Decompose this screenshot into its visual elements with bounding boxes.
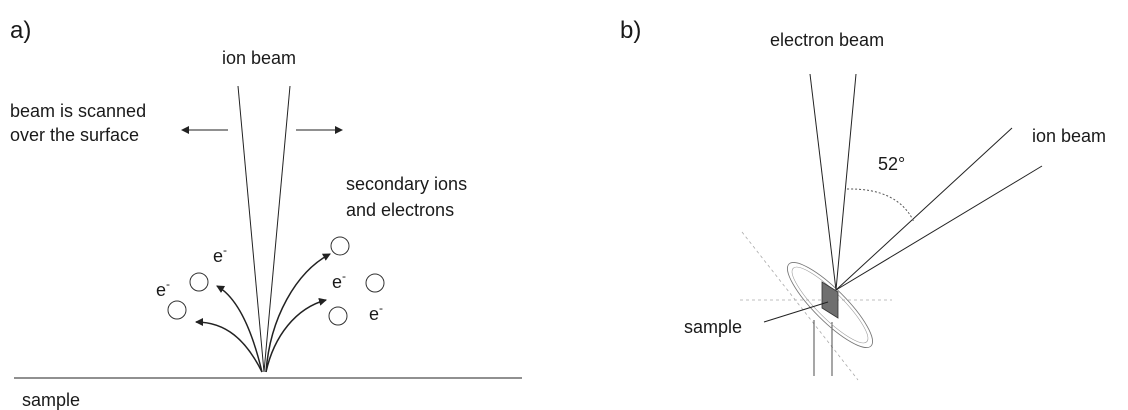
ion-beam-lower-edge bbox=[835, 165, 1043, 291]
electron-beam-left-edge bbox=[809, 73, 837, 291]
secondary-ion bbox=[189, 272, 209, 292]
ion-beam-upper-edge bbox=[835, 127, 1013, 291]
sample-holder-inner bbox=[791, 266, 869, 344]
scan-label-line2: over the surface bbox=[10, 125, 139, 145]
electron-label: e- bbox=[156, 277, 170, 300]
secondary-label-line1: secondary ions bbox=[346, 174, 467, 194]
electron-label: e- bbox=[369, 301, 383, 324]
secondary-label-line2: and electrons bbox=[346, 200, 454, 220]
secondary-ion bbox=[167, 300, 187, 320]
ion-beam-left-edge bbox=[237, 85, 265, 373]
electron-beam-right-edge bbox=[835, 73, 857, 291]
panel-a-label: a) bbox=[10, 17, 31, 44]
trajectory-left-lower bbox=[195, 318, 263, 373]
angle-arc bbox=[846, 188, 915, 223]
trajectory-right-lower bbox=[265, 297, 327, 373]
secondary-ion bbox=[330, 236, 350, 256]
electron-label: e- bbox=[332, 269, 346, 292]
trajectory-right-upper bbox=[265, 253, 331, 373]
scan-label-line1: beam is scanned bbox=[10, 101, 146, 121]
panel-a: a) ion beam beam is scanned over the sur… bbox=[10, 17, 522, 410]
sample-label-a: sample bbox=[22, 390, 80, 410]
panel-b: b) electron beam ion beam 52° sample bbox=[620, 17, 1106, 381]
secondary-ion bbox=[365, 273, 385, 293]
ion-beam-label-a: ion beam bbox=[222, 48, 296, 68]
sample-label-b: sample bbox=[684, 317, 742, 337]
ion-beam-label-b: ion beam bbox=[1032, 126, 1106, 146]
secondary-ion bbox=[328, 306, 348, 326]
guide-dashed-diagonal bbox=[741, 231, 859, 381]
ion-beam-right-edge bbox=[263, 85, 291, 373]
angle-label: 52° bbox=[878, 154, 905, 174]
electron-beam-label: electron beam bbox=[770, 30, 884, 50]
sample-piece bbox=[821, 281, 839, 319]
electron-label: e- bbox=[213, 243, 227, 266]
trajectory-left-upper bbox=[216, 285, 263, 373]
panel-b-label: b) bbox=[620, 17, 641, 44]
sample-holder-outer bbox=[787, 262, 873, 348]
sample-pointer-line bbox=[763, 301, 829, 323]
